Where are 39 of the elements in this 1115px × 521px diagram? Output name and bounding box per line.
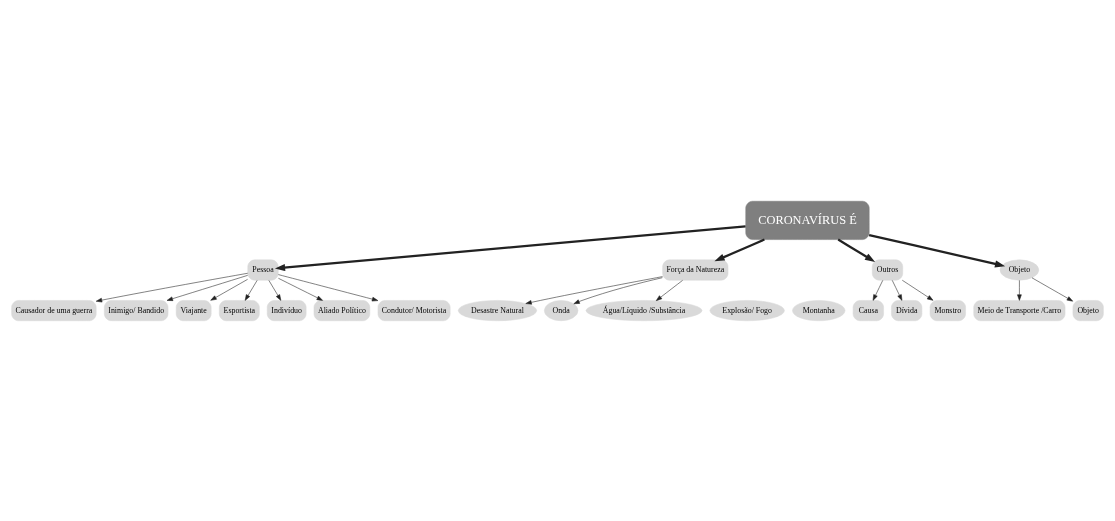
arrow	[1031, 277, 1073, 301]
node-box: Viajante	[175, 299, 212, 321]
node-box: Dívida	[891, 299, 923, 321]
node-box: Pessoa	[247, 259, 279, 280]
arrow	[166, 274, 248, 301]
arrow	[210, 278, 248, 301]
node-ellipse: Água/Líquido /Substância	[585, 299, 703, 321]
node-box: Outros	[872, 259, 903, 280]
arrow	[902, 279, 934, 301]
arrow	[278, 277, 323, 301]
arrow	[278, 273, 379, 301]
node-box: Meio de Transporte /Carro	[973, 299, 1066, 321]
arrow	[268, 279, 282, 301]
arrow	[573, 276, 663, 304]
arrow	[274, 224, 746, 271]
node-box: Objeto	[1072, 299, 1104, 321]
node-ellipse: Objeto	[999, 259, 1040, 280]
node-box: Força da Natureza	[662, 259, 729, 280]
arrow	[868, 233, 1006, 267]
node-box: Aliado Político	[313, 299, 371, 321]
arrow	[244, 279, 258, 301]
node-box: Inimigo/ Bandido	[104, 299, 169, 321]
arrow	[525, 275, 663, 305]
node-box: Monstro	[929, 299, 966, 321]
arrow	[1017, 279, 1022, 301]
node-box: CORONAVÍRUS É	[745, 200, 870, 240]
node-box: Causador de uma guerra	[11, 299, 97, 321]
arrow	[837, 238, 876, 262]
node-ellipse: Montanha	[792, 299, 846, 321]
node-box: Condutor/ Motorista	[377, 299, 451, 321]
node-ellipse: Explosão/ Fogo	[709, 299, 785, 321]
node-box: Esportista	[219, 299, 260, 321]
arrow	[872, 279, 884, 301]
arrow	[891, 279, 903, 301]
node-box: Indivíduo	[266, 299, 307, 321]
node-box: Causa	[852, 299, 884, 321]
arrow	[714, 238, 765, 261]
arrow	[655, 279, 683, 301]
arrow	[95, 272, 248, 302]
